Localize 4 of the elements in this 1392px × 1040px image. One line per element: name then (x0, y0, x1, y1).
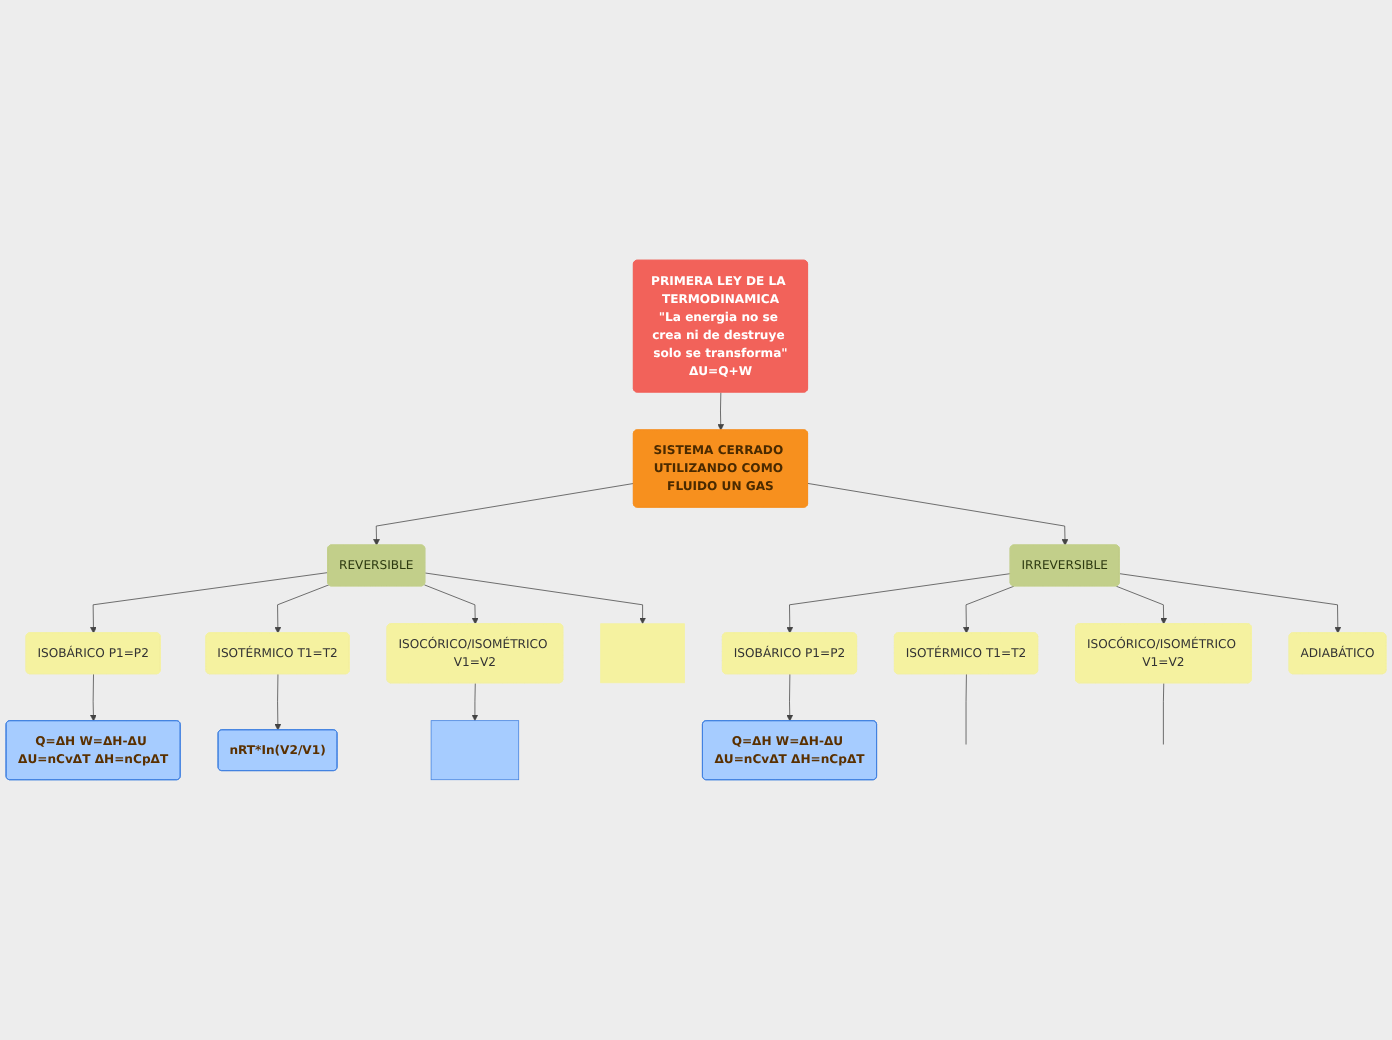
node-box (600, 623, 685, 684)
connector (965, 673, 967, 745)
connector (1163, 682, 1165, 745)
node-box (430, 720, 520, 781)
